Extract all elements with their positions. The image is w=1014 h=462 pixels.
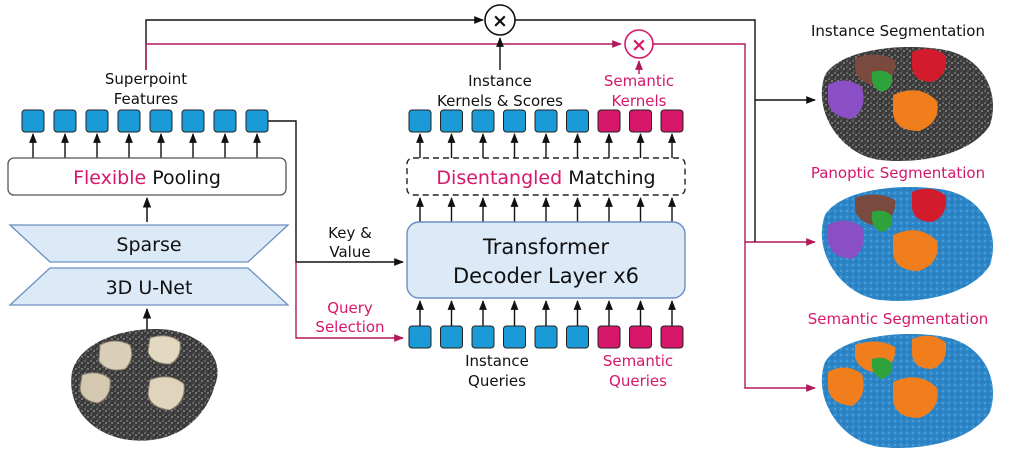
panoptic-output-arrow [653, 43, 816, 246]
semantic-query-token [660, 325, 684, 349]
instance-query-token [503, 325, 526, 349]
instance-kernel-token [471, 109, 495, 133]
semantic-queries-label-1: Semantic [603, 352, 673, 370]
semantic-kernel-token [629, 109, 652, 133]
semantic-output-arrow [744, 242, 816, 392]
semantic-kernel-token [597, 109, 621, 133]
instance-queries-label-1: Instance [465, 352, 529, 370]
instance-queries-label-2: Queries [468, 372, 526, 390]
semantic-query-token [629, 325, 652, 349]
superpoint-feature-token [181, 109, 205, 133]
instance-kernels-label-2: Kernels & Scores [437, 92, 563, 110]
semantic-kernels-label-2: Kernels [612, 92, 667, 110]
unet-label: 3D U-Net [106, 277, 193, 299]
instance-kernel-token [503, 109, 526, 133]
query-tokens [408, 325, 684, 349]
flexible-pooling-box [7, 157, 287, 196]
sparse-label: Sparse [116, 234, 181, 256]
semantic-kernels-label-1: Semantic [604, 72, 674, 90]
superpoint-feature-tokens [21, 109, 269, 133]
panoptic-segmentation-title: Panoptic Segmentation [811, 164, 985, 182]
instance-output-arrow [515, 19, 816, 104]
superpoint-feature-token [117, 109, 141, 133]
instance-kernel-token [408, 109, 432, 133]
features-to-instance-multiply-line [145, 16, 484, 70]
semantic-multiply-symbol: × [631, 34, 647, 56]
instance-query-token [408, 325, 432, 349]
features-to-semantic-multiply-line [145, 40, 622, 70]
transformer-label-1: Transformer [482, 235, 609, 259]
decoder-to-matching-arrows [416, 197, 676, 222]
instance-query-token [440, 325, 463, 349]
semantic-query-token [597, 325, 621, 349]
superpoint-feature-token [213, 109, 237, 133]
query-selection-label-1: Query [327, 299, 373, 317]
instance-query-token [471, 325, 495, 349]
transformer-label-2: Decoder Layer x6 [453, 264, 639, 288]
disentangled-matching-box [406, 157, 686, 196]
instance-kernel-token [566, 109, 589, 133]
superpoint-feature-token [21, 109, 45, 133]
superpoint-feature-token [149, 109, 173, 133]
matching-to-kernel-arrows [416, 133, 676, 158]
disentangled-matching-label: Disentangled Matching [436, 167, 655, 189]
key-value-label-2: Value [329, 243, 370, 261]
input-point-cloud-image [71, 329, 218, 441]
panoptic-segmentation-image [821, 187, 993, 301]
instance-query-token [566, 325, 589, 349]
superpoint-feature-token [85, 109, 109, 133]
instance-segmentation-title: Instance Segmentation [811, 22, 985, 40]
transformer-decoder-box [406, 221, 686, 299]
instance-query-token [534, 325, 558, 349]
superpoint-features-label-1: Superpoint [105, 70, 187, 88]
query-selection-label-2: Selection [315, 318, 384, 336]
instance-kernel-token [440, 109, 463, 133]
instance-kernels-label-1: Instance [468, 72, 532, 90]
superpoint-feature-token [53, 109, 77, 133]
semantic-kernel-token [660, 109, 684, 133]
kernel-tokens [408, 109, 684, 133]
superpoint-features-label-2: Features [114, 90, 179, 108]
superpoint-feature-token [245, 109, 269, 133]
semantic-segmentation-image [821, 334, 993, 448]
key-value-connector [268, 120, 404, 266]
semantic-queries-label-2: Queries [609, 372, 667, 390]
key-value-label-1: Key & [328, 224, 372, 242]
unet-encoder-trapezoid [8, 224, 290, 263]
query-selection-connector [295, 262, 404, 342]
instance-multiply-symbol: × [492, 10, 508, 32]
query-to-decoder-arrows [416, 300, 676, 326]
flexible-pooling-label: Flexible Pooling [73, 167, 221, 189]
semantic-segmentation-title: Semantic Segmentation [808, 310, 989, 328]
instance-segmentation-image [821, 47, 993, 161]
unet-decoder-trapezoid [8, 267, 290, 306]
instance-kernel-token [534, 109, 558, 133]
pooling-to-feature-arrows [29, 133, 261, 158]
